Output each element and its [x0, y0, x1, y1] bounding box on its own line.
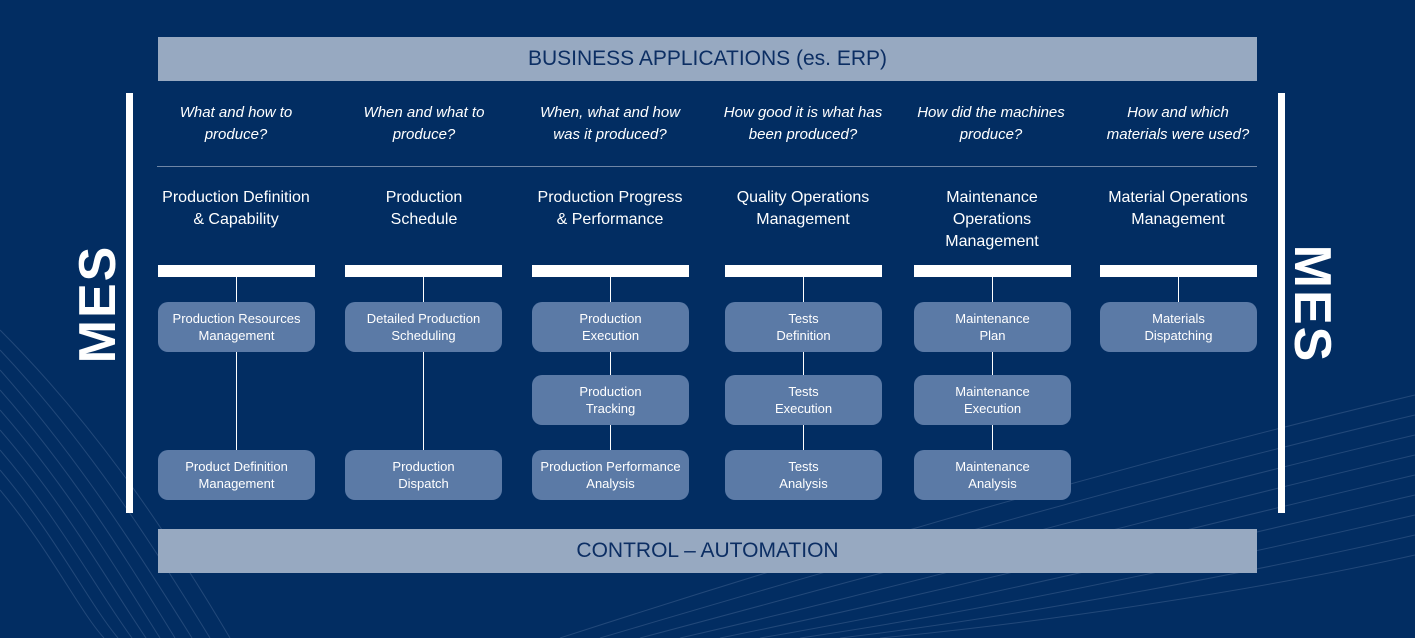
- column-bar: [345, 265, 502, 277]
- connector-line: [423, 277, 424, 450]
- business-applications-band: BUSINESS APPLICATIONS (es. ERP): [158, 37, 1257, 81]
- mes-label-left: MES: [69, 244, 127, 364]
- mes-label-right: MES: [1283, 244, 1341, 364]
- right-bracket-line: [1278, 93, 1285, 513]
- column-title: Production Definition& Capability: [162, 189, 310, 228]
- column-title: Production Progress& Performance: [537, 189, 683, 228]
- column-bar: [914, 265, 1071, 277]
- column-bar: [158, 265, 315, 277]
- left-bracket-line: [126, 93, 133, 513]
- column-bar: [532, 265, 689, 277]
- control-automation-band: CONTROL – AUTOMATION: [158, 529, 1257, 573]
- header-divider: [157, 166, 1257, 167]
- column-bar: [725, 265, 882, 277]
- connector-line: [610, 277, 611, 450]
- connector-line: [992, 277, 993, 450]
- connector-line: [236, 277, 237, 450]
- connector-line: [1178, 277, 1179, 302]
- column-bar: [1100, 265, 1257, 277]
- connector-line: [803, 277, 804, 450]
